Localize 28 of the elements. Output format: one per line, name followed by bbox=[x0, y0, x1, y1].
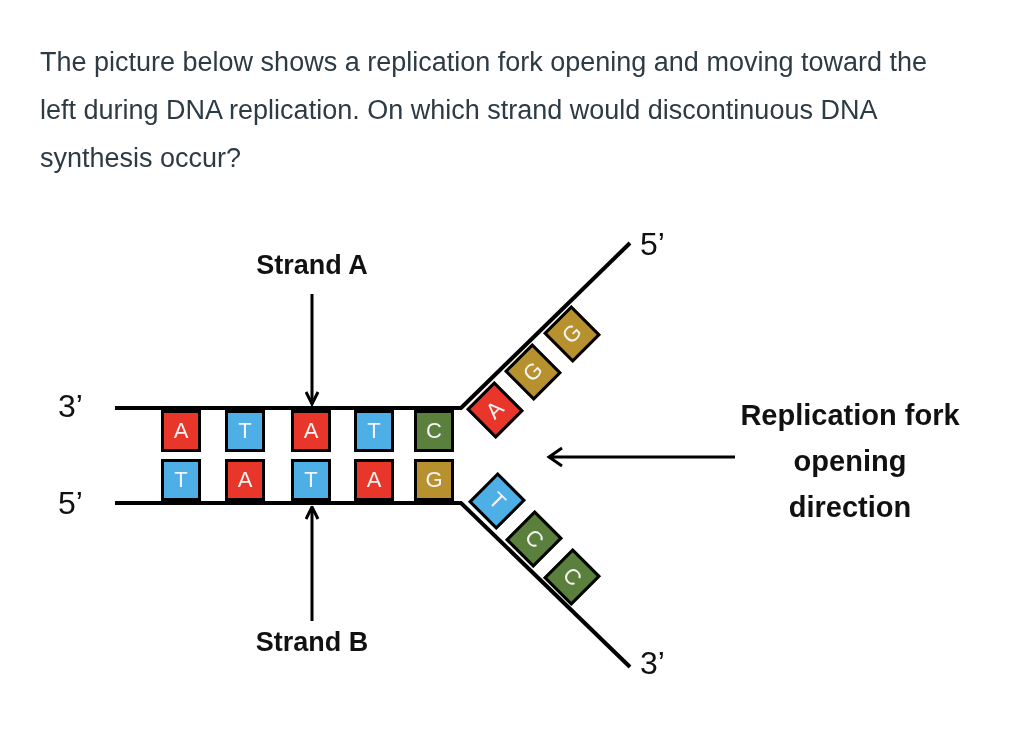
nucleotide-block: T bbox=[291, 459, 331, 501]
nucleotide-block: A bbox=[291, 410, 331, 452]
end-label: 3’ bbox=[58, 388, 83, 425]
nucleotide-block: T bbox=[225, 410, 265, 452]
nucleotide-block: C bbox=[414, 410, 454, 452]
nucleotide-block: A bbox=[161, 410, 201, 452]
strand-line bbox=[115, 406, 462, 410]
end-label: 5’ bbox=[58, 485, 83, 522]
nucleotide-block: T bbox=[161, 459, 201, 501]
nucleotide-block: T bbox=[468, 472, 526, 530]
nucleotide-block: A bbox=[225, 459, 265, 501]
end-label: 3’ bbox=[640, 645, 665, 682]
strand-line bbox=[115, 501, 462, 505]
nucleotide-block: G bbox=[414, 459, 454, 501]
end-label: 5’ bbox=[640, 226, 665, 263]
nucleotide-block: G bbox=[543, 305, 601, 363]
nucleotide-block: G bbox=[504, 343, 562, 401]
nucleotide-block: A bbox=[466, 381, 524, 439]
nucleotide-block: A bbox=[354, 459, 394, 501]
nucleotide-block: C bbox=[543, 548, 601, 606]
strand-label: Strand A bbox=[232, 250, 392, 281]
direction-label: Replication fork opening direction bbox=[740, 398, 960, 525]
nucleotide-block: T bbox=[354, 410, 394, 452]
nucleotide-block: C bbox=[505, 510, 563, 568]
arrow bbox=[304, 294, 320, 406]
strand-label: Strand B bbox=[232, 627, 392, 658]
question-text: The picture below shows a replication fork opening and moving toward the left during DNA replication. On which strand would discontinuous DNA synthesis occur? bbox=[40, 46, 928, 175]
arrow bbox=[304, 505, 320, 621]
